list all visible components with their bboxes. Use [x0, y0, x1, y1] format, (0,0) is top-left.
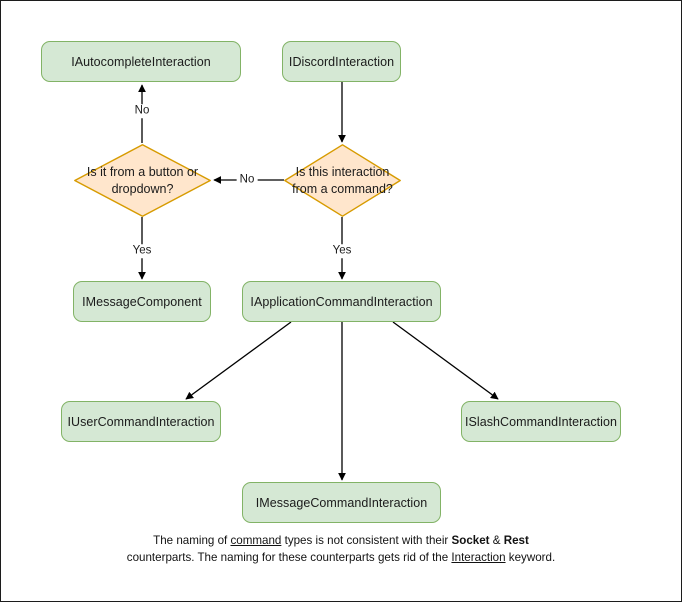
node-label: IApplicationCommandInteraction: [250, 294, 433, 309]
caption-line1-prefix: The naming of: [153, 534, 231, 547]
diamond-shape: [74, 144, 211, 217]
node-is-interaction-from-command[interactable]: Is this interaction from a command?: [284, 144, 401, 217]
node-discord-interaction[interactable]: IDiscordInteraction: [282, 41, 401, 82]
caption-bold-socket: Socket: [451, 534, 490, 547]
edge-appcommand-to-slashcommand: [392, 321, 499, 400]
caption-line1-suffix: types is not consistent with their: [281, 534, 449, 547]
node-label: IDiscordInteraction: [288, 54, 395, 69]
edge-label-command-no: No: [236, 173, 258, 187]
edge-appcommand-to-usercommand: [185, 321, 292, 400]
node-label: Is this interaction from a command?: [292, 165, 393, 196]
edge-label-button-no: No: [131, 104, 153, 118]
diamond-shape: [284, 144, 401, 217]
node-slash-command-interaction[interactable]: ISlashCommandInteraction: [461, 401, 621, 442]
node-message-command-interaction[interactable]: IMessageCommandInteraction: [242, 482, 441, 523]
caption-ampersand: &: [489, 534, 504, 547]
node-label: IMessageComponent: [82, 294, 202, 309]
edge-label-button-yes: Yes: [129, 244, 155, 258]
diagram-caption: The naming of command types is not consi…: [126, 533, 556, 567]
node-autocomplete-interaction[interactable]: IAutocompleteInteraction: [41, 41, 241, 82]
node-user-command-interaction[interactable]: IUserCommandInteraction: [61, 401, 221, 442]
caption-line3-suffix: keyword.: [505, 550, 556, 564]
node-label: IAutocompleteInteraction: [71, 54, 211, 69]
node-message-component[interactable]: IMessageComponent: [73, 281, 211, 322]
caption-bold-rest: Rest: [503, 534, 529, 547]
node-label: IMessageCommandInteraction: [255, 495, 428, 510]
edge-label-command-yes: Yes: [329, 244, 355, 258]
node-is-from-button-or-dropdown[interactable]: Is it from a button or dropdown?: [74, 144, 211, 217]
node-label: IUserCommandInteraction: [67, 414, 215, 429]
node-label: ISlashCommandInteraction: [465, 414, 617, 429]
node-application-command-interaction[interactable]: IApplicationCommandInteraction: [242, 281, 441, 322]
caption-line3-prefix: counterparts gets rid of the: [310, 550, 452, 564]
node-label: Is it from a button or dropdown?: [86, 165, 199, 196]
caption-underline-command: command: [230, 534, 282, 547]
caption-line2-suffix: counterparts. The naming for these: [126, 550, 308, 564]
caption-underline-interaction: Interaction: [451, 550, 506, 564]
